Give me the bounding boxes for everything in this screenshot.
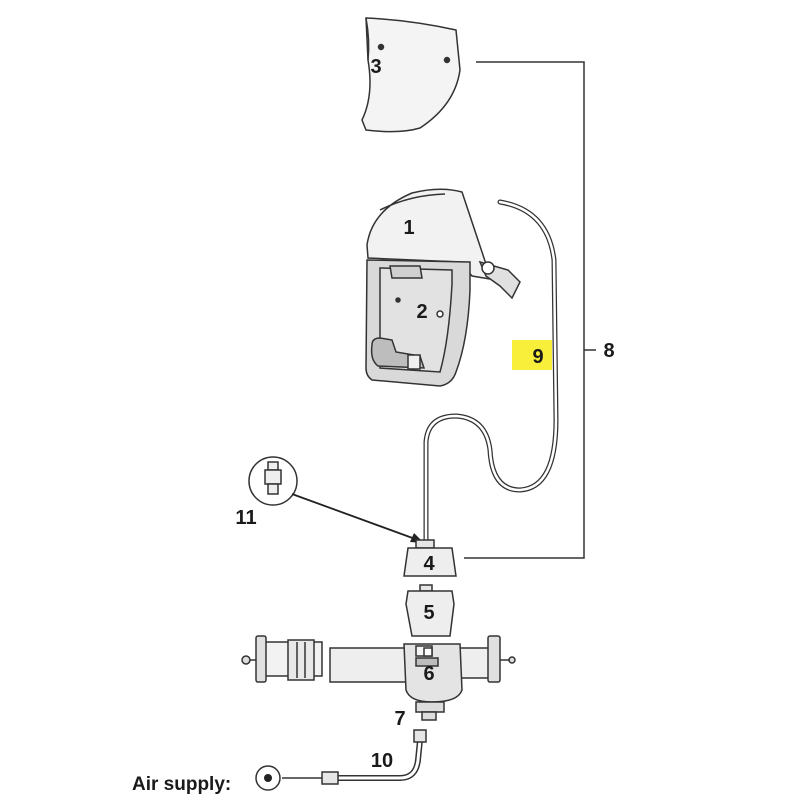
air-supply-label: Air supply: — [132, 774, 231, 795]
part-3-visor — [361, 17, 461, 133]
label-8: 8 — [603, 340, 614, 362]
label-4: 4 — [423, 553, 435, 575]
part-4-connector — [403, 539, 457, 577]
part-9-breathing-tube-core — [424, 200, 558, 542]
label-6: 6 — [423, 663, 434, 685]
label-7: 7 — [394, 708, 405, 730]
part-11-fitting — [248, 456, 298, 506]
highlight-box-9 — [512, 340, 552, 370]
part-6-regulator-belt — [241, 635, 516, 703]
part-1-headtop — [366, 188, 521, 300]
pointer-arrow-11 — [291, 493, 424, 543]
part-2-inner-visor — [365, 259, 471, 387]
part-8-bracket — [464, 61, 596, 559]
part-5-filter-cover — [405, 584, 455, 637]
label-3: 3 — [370, 56, 381, 78]
label-10: 10 — [371, 750, 393, 772]
air-supply-symbol — [255, 765, 281, 791]
label-2: 2 — [416, 301, 427, 323]
part-10-air-hose — [282, 729, 427, 785]
label-1: 1 — [403, 217, 414, 239]
label-5: 5 — [423, 602, 434, 624]
label-9: 9 — [532, 346, 543, 368]
part-7-coupling — [415, 701, 445, 721]
label-11: 11 — [235, 507, 256, 529]
